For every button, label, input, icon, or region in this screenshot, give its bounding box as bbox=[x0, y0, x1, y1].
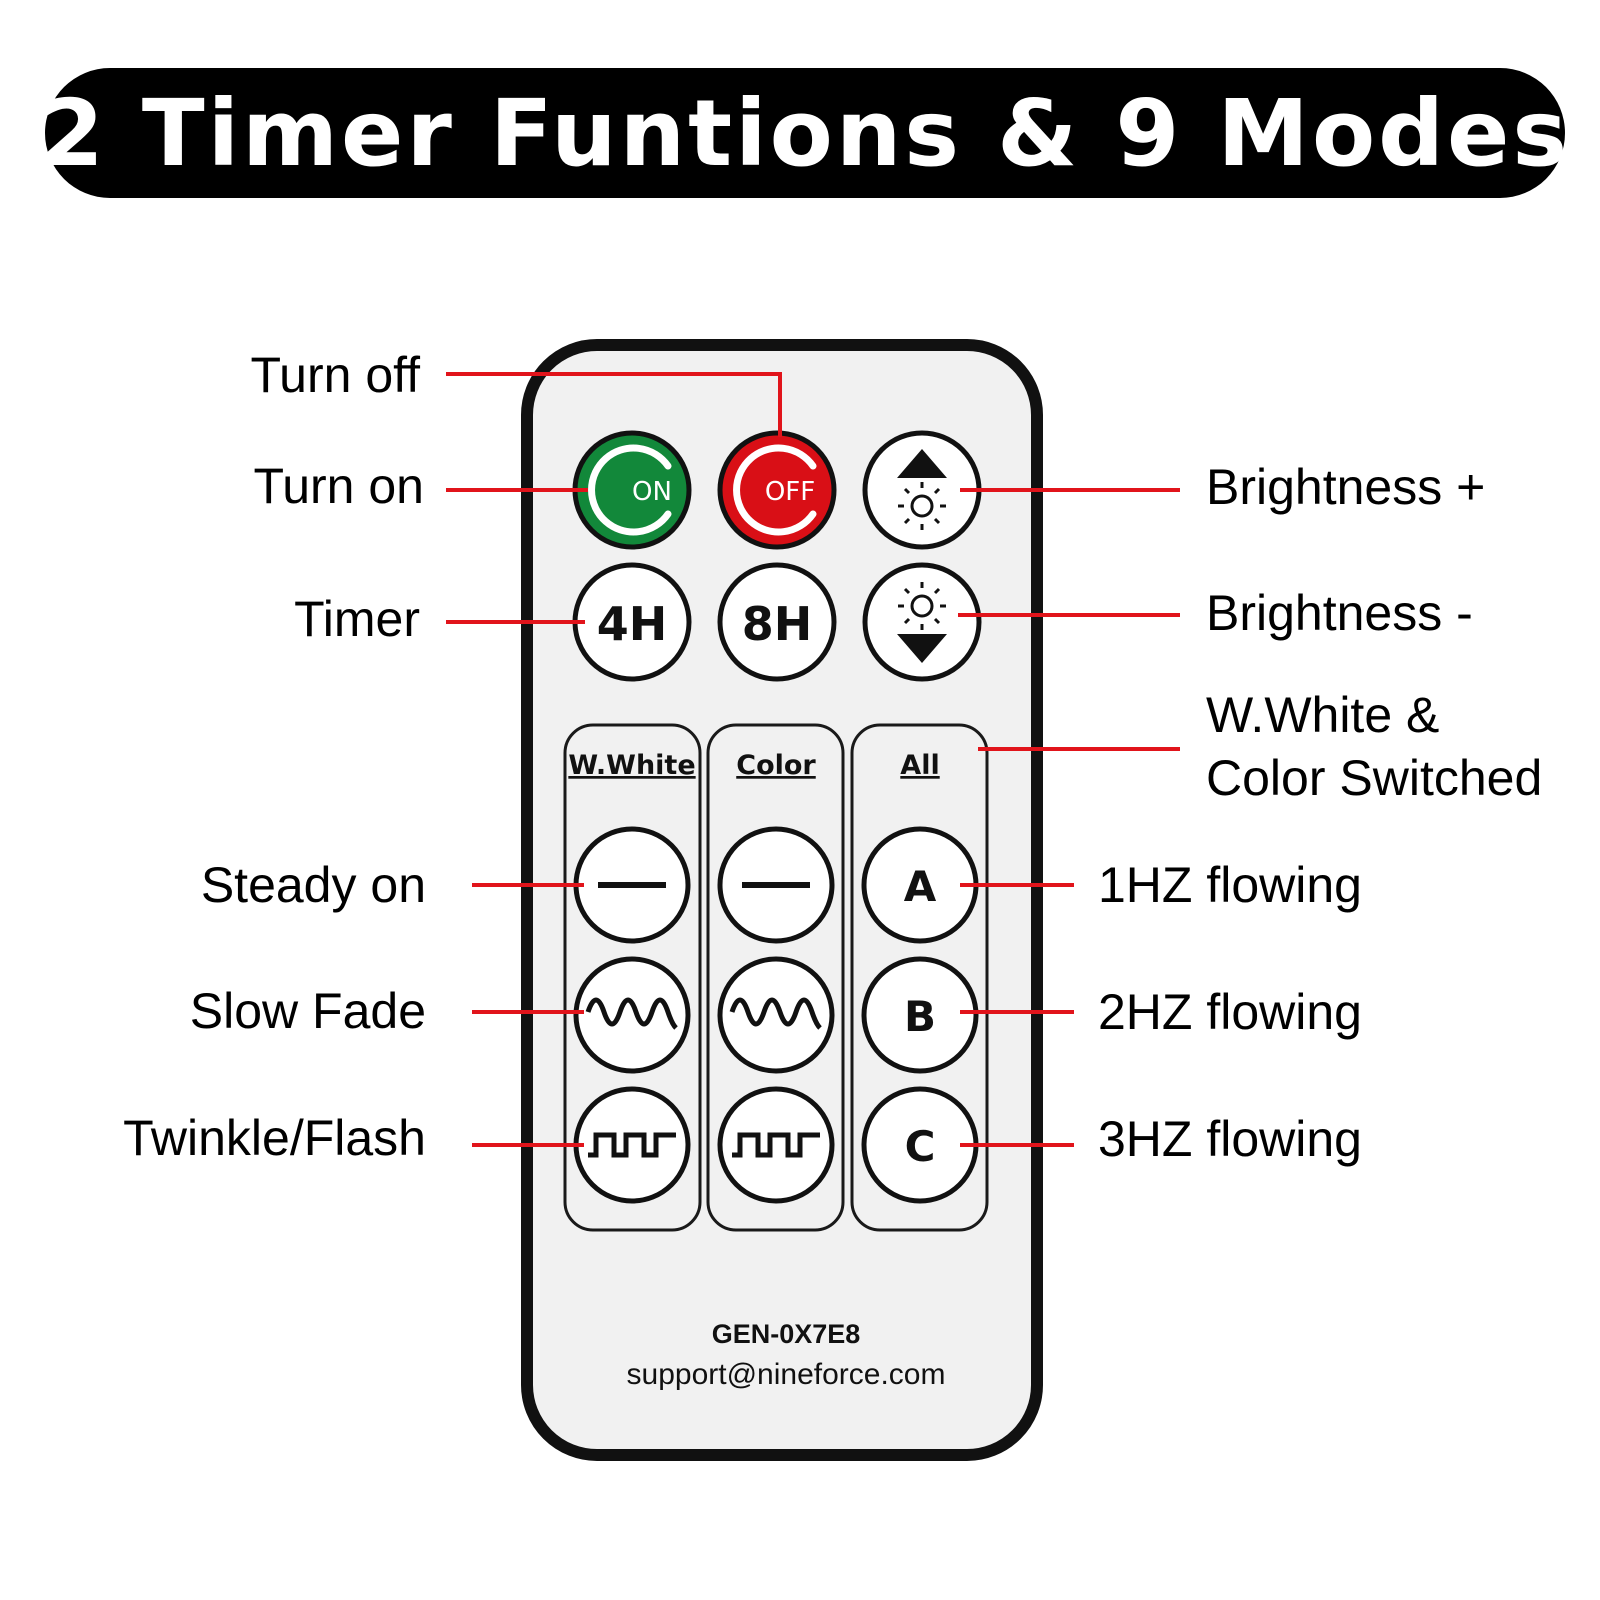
w-white-flash-button[interactable] bbox=[573, 1086, 691, 1204]
off-button-label: OFF bbox=[765, 477, 815, 507]
callout-1hz: 1HZ flowing bbox=[1098, 857, 1362, 913]
callout-twinkle-flash: Twinkle/Flash bbox=[123, 1110, 426, 1166]
callout-3hz: 3HZ flowing bbox=[1098, 1111, 1362, 1167]
color-fade-button[interactable] bbox=[717, 956, 835, 1074]
callout-steady-on: Steady on bbox=[201, 857, 426, 913]
sine-wave-icon bbox=[729, 997, 822, 1030]
color-steady-button[interactable] bbox=[717, 826, 835, 944]
mode-c-label: C bbox=[905, 1122, 936, 1171]
sun-icon bbox=[898, 482, 946, 530]
group-label-all: All bbox=[900, 750, 939, 781]
sine-wave-icon bbox=[585, 997, 678, 1030]
brightness-down-button[interactable] bbox=[862, 562, 982, 682]
w-white-fade-button[interactable] bbox=[573, 956, 691, 1074]
timer-4h-label: 4H bbox=[597, 597, 668, 651]
callout-timer: Timer bbox=[294, 591, 420, 647]
callout-turn-off: Turn off bbox=[250, 347, 420, 403]
on-button[interactable]: ON bbox=[572, 430, 692, 550]
timer-8h-button[interactable]: 8H bbox=[717, 562, 837, 682]
callout-slow-fade: Slow Fade bbox=[190, 983, 426, 1039]
callout-turn-on: Turn on bbox=[254, 458, 424, 514]
arrow-up-icon bbox=[897, 449, 947, 478]
mode-b-button[interactable]: B bbox=[861, 956, 979, 1074]
mode-a-label: A bbox=[904, 862, 937, 911]
sun-icon bbox=[898, 582, 946, 630]
model-number: GEN-0X7E8 bbox=[712, 1319, 861, 1349]
callout-switched-line1: W.White & bbox=[1206, 687, 1439, 743]
support-email: support@nineforce.com bbox=[627, 1358, 946, 1391]
group-label-w-white: W.White bbox=[568, 750, 695, 781]
timer-4h-button[interactable]: 4H bbox=[572, 562, 692, 682]
arrow-down-icon bbox=[897, 634, 947, 663]
callout-brightness-plus: Brightness + bbox=[1206, 459, 1485, 515]
off-button[interactable]: OFF bbox=[717, 430, 837, 550]
callout-brightness-minus: Brightness - bbox=[1206, 585, 1473, 641]
group-panel-color bbox=[706, 723, 845, 1232]
timer-8h-label: 8H bbox=[742, 597, 813, 651]
square-wave-icon bbox=[732, 1132, 820, 1158]
callout-lines bbox=[446, 372, 1180, 1147]
color-flash-button[interactable] bbox=[717, 1086, 835, 1204]
square-wave-icon bbox=[588, 1132, 676, 1158]
callout-line-turn-off bbox=[446, 372, 782, 437]
on-button-label: ON bbox=[632, 477, 672, 507]
title-banner: 2 Timer Funtions & 9 Modes bbox=[40, 68, 1567, 198]
power-c-icon bbox=[733, 444, 817, 536]
group-panel-all bbox=[850, 723, 989, 1232]
group-panel-w-white bbox=[563, 723, 702, 1232]
callout-switched-line2: Color Switched bbox=[1206, 750, 1542, 806]
power-c-icon bbox=[588, 444, 672, 536]
w-white-steady-button[interactable] bbox=[573, 826, 691, 944]
group-label-color: Color bbox=[736, 750, 816, 781]
mode-a-button[interactable]: A bbox=[861, 826, 979, 944]
mode-b-label: B bbox=[904, 992, 936, 1041]
mode-c-button[interactable]: C bbox=[861, 1086, 979, 1204]
page-title: 2 Timer Funtions & 9 Modes bbox=[39, 79, 1571, 187]
callout-2hz: 2HZ flowing bbox=[1098, 984, 1362, 1040]
